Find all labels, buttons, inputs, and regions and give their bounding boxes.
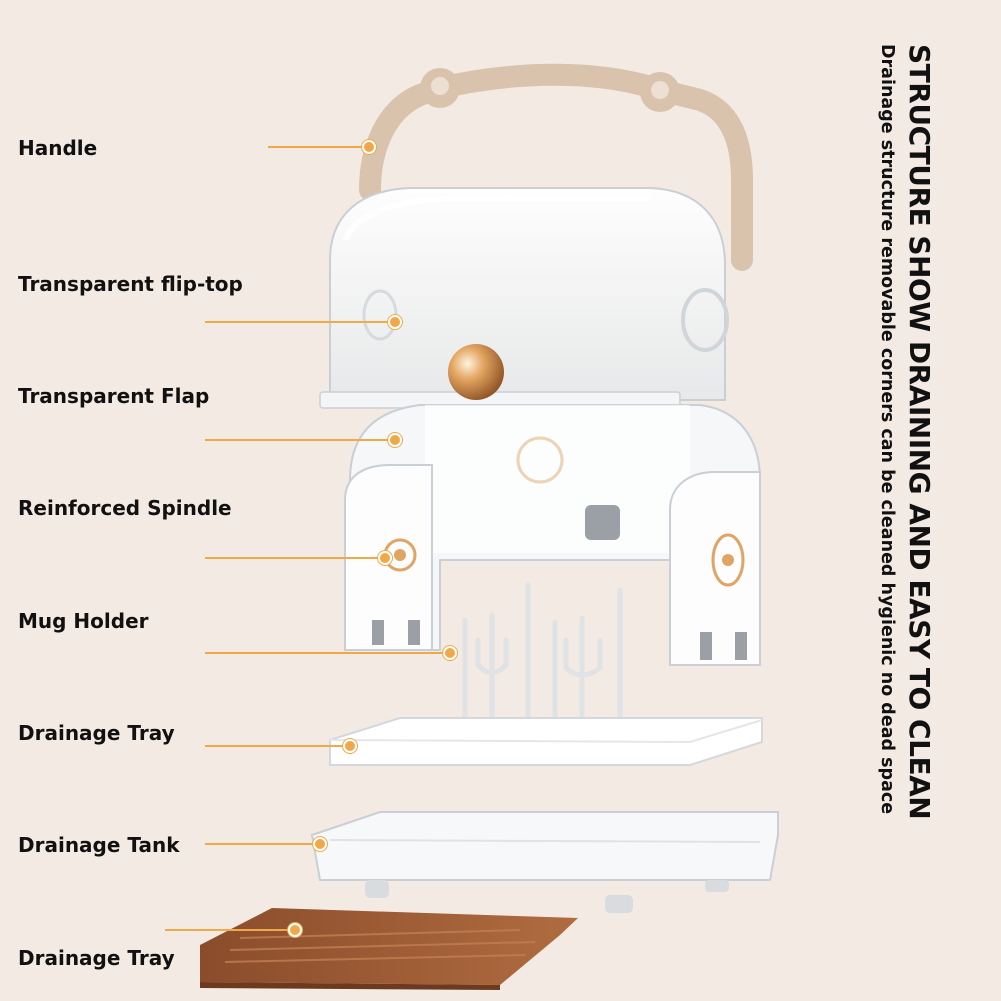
leader-line-drainage-tank: [205, 843, 315, 845]
leader-line-mug-holder: [205, 652, 445, 654]
leader-dot-drainage-tray-bottom: [288, 923, 302, 937]
part-label-drainage-tank: Drainage Tank: [18, 833, 180, 857]
mug-holder-illustration: [462, 582, 623, 738]
drainage-tank-illustration: [310, 811, 779, 913]
drainage-tray-illustration: [329, 717, 763, 766]
leader-line-flap: [205, 439, 392, 441]
leader-dot-spindle: [378, 551, 392, 565]
part-label-drainage-tray: Drainage Tray: [18, 721, 175, 745]
leader-dot-drainage-tray: [343, 739, 357, 753]
page-subtitle: Drainage structure removable corners can…: [877, 44, 897, 815]
part-label-mug-holder: Mug Holder: [18, 609, 149, 633]
part-label-transparent-flip-top: Transparent flip-top: [18, 272, 243, 296]
part-label-reinforced-spindle: Reinforced Spindle: [18, 496, 232, 520]
handle-illustration: [359, 63, 753, 271]
leader-dot-flap: [388, 433, 402, 447]
leader-dot-flip-top: [388, 315, 402, 329]
part-label-drainage-tray-bottom: Drainage Tray: [18, 946, 175, 970]
leader-dot-mug-holder: [443, 646, 457, 660]
leader-line-flip-top: [205, 321, 392, 323]
body-illustration: [344, 404, 761, 666]
leader-line-drainage-tray-bottom: [165, 929, 290, 931]
leader-line-handle: [268, 146, 368, 148]
leader-line-spindle: [205, 557, 382, 559]
part-label-handle: Handle: [18, 136, 98, 160]
leader-dot-drainage-tank: [313, 837, 327, 851]
part-label-transparent-flap: Transparent Flap: [18, 384, 210, 408]
flip-top-illustration: [319, 187, 729, 409]
leader-dot-handle: [362, 140, 376, 154]
wood-tray-illustration: [200, 908, 578, 990]
page-title: STRUCTURE SHOW DRAINING AND EASY TO CLEA…: [903, 44, 936, 820]
leader-line-drainage-tray: [205, 745, 345, 747]
